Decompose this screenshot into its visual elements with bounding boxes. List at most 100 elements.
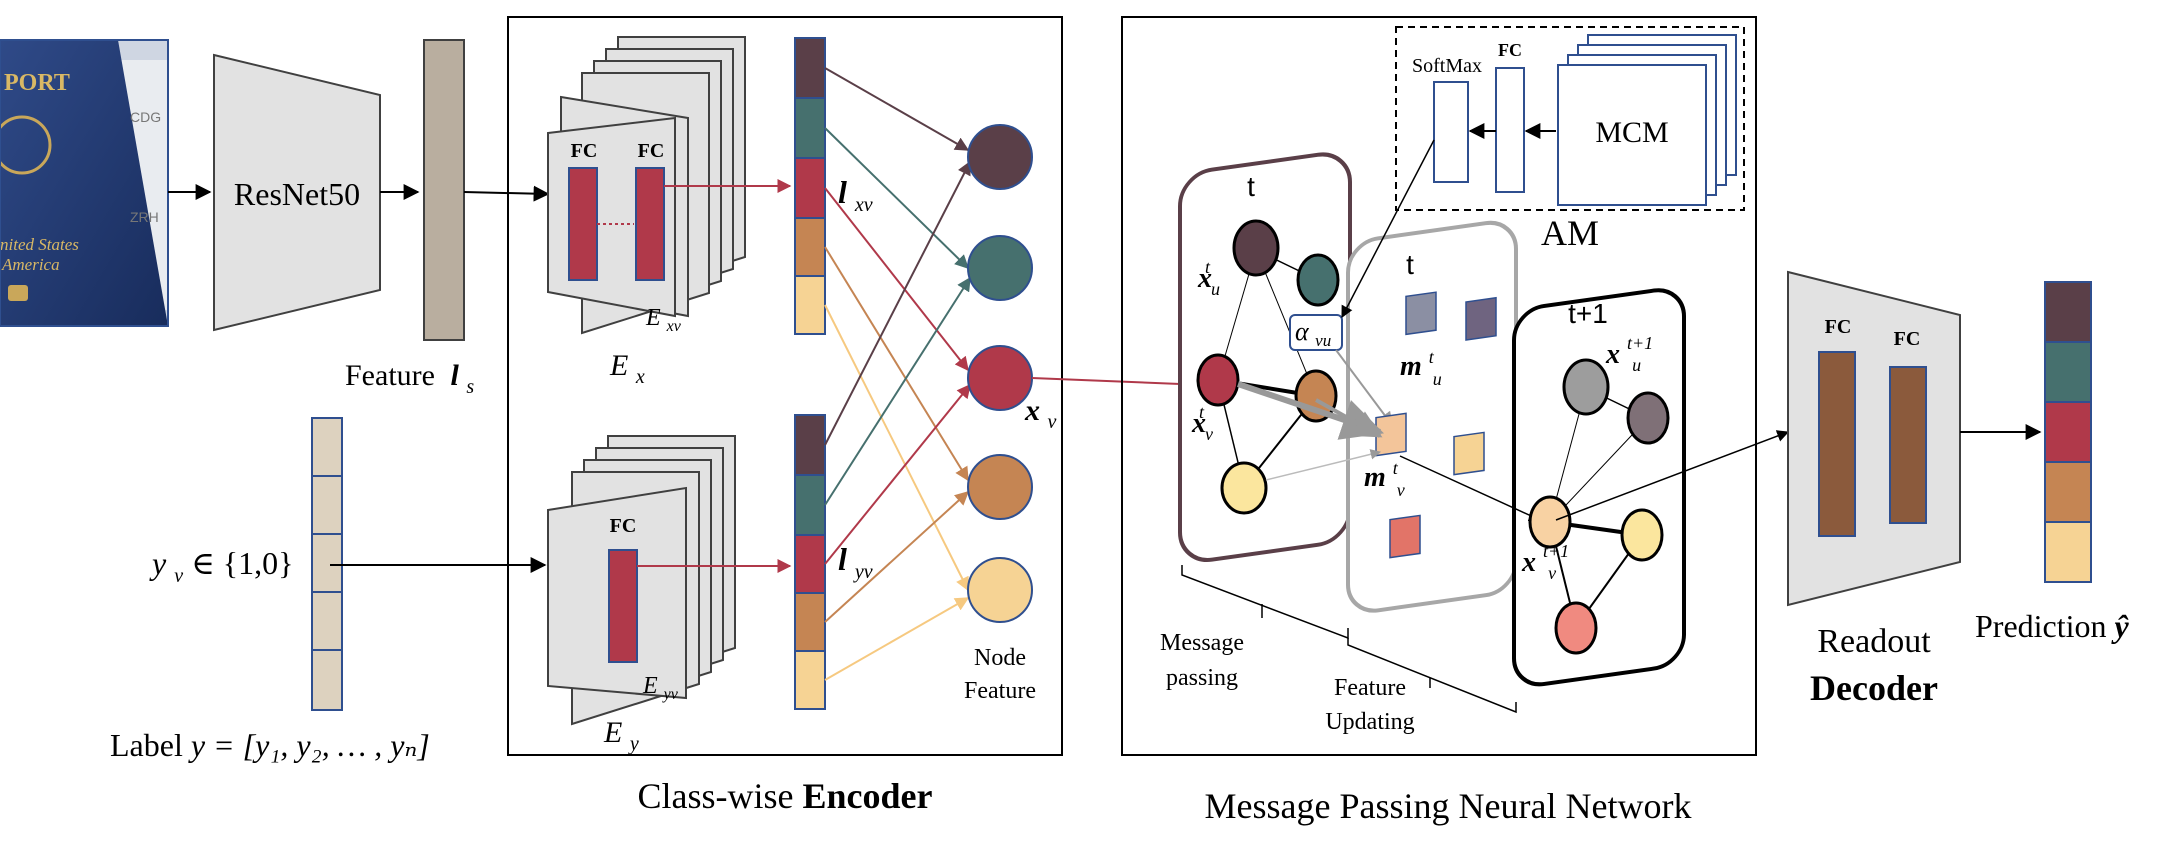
brace	[1181, 565, 1349, 640]
fc-bar	[608, 549, 638, 663]
feature-updating-2: Updating	[1325, 709, 1414, 735]
encoder-arrows	[824, 67, 971, 681]
resnet50-block: ResNet50	[213, 53, 381, 332]
svg-text:m t u: m t u	[1400, 339, 1442, 389]
fc-label: FC	[1894, 328, 1921, 350]
mvt-label: m	[1364, 462, 1386, 493]
svg-text:E xv: E xv	[645, 305, 682, 335]
xv-label: x	[1024, 394, 1040, 427]
fc-bar	[635, 167, 665, 281]
readout-decoder: FC FC	[1787, 270, 1961, 607]
message-passing-1: Message	[1160, 630, 1244, 656]
lxv-sub: xv	[854, 194, 873, 216]
graph-panel-t1	[1512, 288, 1686, 687]
ey-stack: FC E yv E y	[547, 435, 736, 755]
svg-text:m t v: m t v	[1364, 450, 1405, 500]
encoder-box	[507, 16, 1063, 756]
svg-text:x t u: x t u	[1197, 249, 1220, 299]
xvt-sub: v	[1205, 424, 1213, 444]
time-label-t1: t+1	[1568, 298, 1608, 329]
svg-text:x t v: x t v	[1191, 394, 1213, 444]
svg-text:E yv: E yv	[642, 673, 679, 703]
arrow	[1555, 430, 1790, 521]
eagle-seal-icon	[0, 115, 52, 175]
xut1-sub: u	[1632, 355, 1641, 375]
eyv-label: E	[642, 673, 658, 699]
passport-word: nited States	[0, 235, 79, 254]
feature-updating-1: Feature	[1334, 675, 1406, 701]
arrow	[1315, 398, 1383, 438]
exv-label: E	[645, 305, 661, 331]
passport-word: ZRH	[130, 209, 159, 225]
xvt-sup: t	[1199, 402, 1205, 422]
passport-word: PORT	[4, 70, 70, 96]
mut-sup: t	[1429, 347, 1435, 367]
label-vector	[311, 417, 343, 711]
graph-panel-t-updating	[1346, 220, 1518, 613]
graph-t1	[1528, 358, 1670, 655]
label-eq: y = [y₁, y₂, … , yₙ]	[188, 727, 430, 763]
mut-sub: u	[1433, 369, 1442, 389]
xut1-label: x	[1605, 339, 1620, 370]
encoder-caption-bold: Encoder	[803, 776, 933, 816]
passport-word: CDG	[130, 109, 161, 125]
softmax-label: SoftMax	[1412, 55, 1482, 77]
svg-text:Prediction ŷ: Prediction ŷ	[1975, 608, 2130, 644]
mpnn-caption: Message Passing Neural Network	[1205, 786, 1692, 826]
time-label-t: t	[1247, 171, 1255, 202]
lyv-sub: yv	[853, 561, 873, 583]
time-label-t: t	[1406, 249, 1414, 280]
alpha-label: α	[1295, 317, 1310, 346]
xut-label: x	[1197, 263, 1212, 294]
svg-text:y v ∈ {1,0}: y v ∈ {1,0}	[149, 545, 294, 589]
xvt1-sub: v	[1548, 563, 1556, 583]
feature-ls: Feature l s	[345, 39, 474, 398]
am-label: AM	[1541, 213, 1599, 253]
svg-text:α vu: α vu	[1295, 317, 1331, 350]
yhat-label: ŷ	[2111, 608, 2130, 644]
feature-sub: s	[466, 376, 474, 398]
svg-text:Feature l s: Feature l s	[345, 359, 474, 398]
xvt1-label: x	[1521, 547, 1536, 578]
message-passing-2: passing	[1166, 665, 1238, 691]
ex-stack: FC FC E xv E x	[547, 36, 746, 388]
ex-sub: x	[635, 366, 645, 388]
xvt-label: x	[1191, 408, 1206, 439]
svg-text:E y: E y	[603, 716, 639, 755]
readout-label: Readout	[1817, 623, 1931, 660]
ex-label: E	[609, 349, 628, 382]
alpha-box	[1289, 314, 1343, 351]
feature-symbol: l	[450, 359, 459, 392]
node-features	[967, 124, 1033, 623]
lxv-label: l	[838, 174, 847, 210]
mvt-sub: v	[1397, 480, 1405, 500]
arrow	[1265, 449, 1382, 481]
label-text: Label	[110, 727, 191, 763]
arrow	[1399, 455, 1542, 521]
node-feature-1: Node	[974, 645, 1026, 671]
y-sub: v	[174, 565, 183, 587]
xut1-sup: t+1	[1627, 333, 1653, 353]
chip-icon	[8, 285, 28, 301]
arrow	[1341, 139, 1435, 319]
lxv-vector	[794, 37, 826, 335]
lyv-vector	[794, 414, 826, 710]
mpnn-box	[1121, 16, 1757, 756]
node-feature-2: Feature	[964, 678, 1036, 704]
resnet-label: ResNet50	[234, 176, 360, 212]
y-label: y	[149, 545, 167, 581]
svg-text:E x: E x	[609, 349, 645, 388]
exv-sub: xv	[666, 318, 682, 335]
svg-text:Class-wise Encoder: Class-wise Encoder	[638, 776, 933, 816]
svg-text:x t+1 u: x t+1 u	[1605, 325, 1660, 375]
xut-sup: t	[1205, 257, 1211, 277]
y-set: ∈ {1,0}	[191, 545, 293, 581]
arrow	[1031, 377, 1207, 392]
svg-text:l yv: l yv	[838, 541, 873, 583]
arrow	[463, 185, 550, 202]
brace	[1347, 638, 1517, 714]
fc-label: FC	[610, 515, 637, 537]
alpha-sub: vu	[1315, 331, 1331, 350]
encoder-caption: Class-wise	[638, 776, 803, 816]
